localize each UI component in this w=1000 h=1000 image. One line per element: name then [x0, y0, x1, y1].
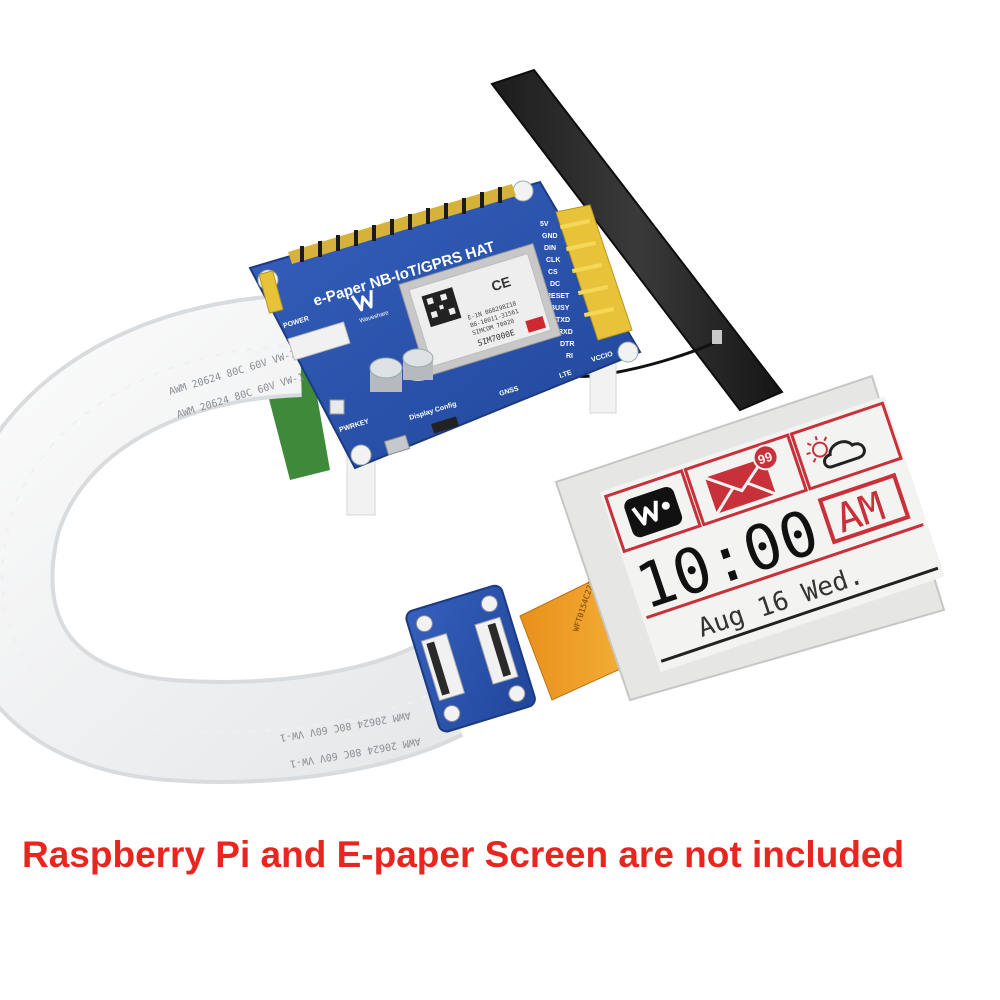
pin-label: BUSY — [550, 305, 570, 312]
jumper-header — [258, 270, 284, 314]
hat-board: 5V GND DIN CLK CS DC RESET BUSY TXD RXD … — [248, 180, 642, 470]
envelope-icon: 99 — [704, 444, 779, 515]
pin-label: 5V — [540, 221, 549, 228]
pwrkey-button — [329, 399, 345, 415]
header-pins-top — [300, 187, 502, 262]
display-config-switch — [431, 416, 459, 434]
sim-module: CE E-1N 868298Z18 86-10011-31561 SIMCOM … — [398, 243, 562, 377]
board-fpc-connector — [287, 321, 351, 361]
pin-label: DIN — [544, 245, 556, 252]
header-pins-right — [555, 204, 633, 341]
adapter-board — [405, 584, 536, 733]
pin-label: DC — [550, 281, 560, 288]
pin-label: TXD — [556, 317, 570, 324]
pin-label: RI — [566, 353, 573, 360]
pin-label: RESET — [546, 293, 570, 300]
ce-mark: CE — [489, 273, 512, 294]
epaper-display: 99 10:00 — [554, 374, 946, 702]
label-lte: LTE — [559, 369, 574, 380]
micro-usb-port — [383, 434, 411, 456]
capacitors — [369, 348, 434, 392]
notification-count: 99 — [756, 449, 774, 468]
caption-text: Raspberry Pi and E-paper Screen are not … — [22, 834, 905, 875]
pin-label: GND — [542, 233, 558, 240]
waveshare-logo-icon — [624, 486, 683, 538]
pin-label: RXD — [558, 329, 573, 336]
weather-sun-cloud-icon — [806, 436, 866, 469]
pin-label: CLK — [546, 257, 560, 264]
pin-label: DTR — [560, 341, 574, 348]
pin-label: CS — [548, 269, 558, 276]
ribbon-cable: AWM 20624 80C 60V VW-1 AWM 20624 80C 60V… — [0, 293, 464, 784]
